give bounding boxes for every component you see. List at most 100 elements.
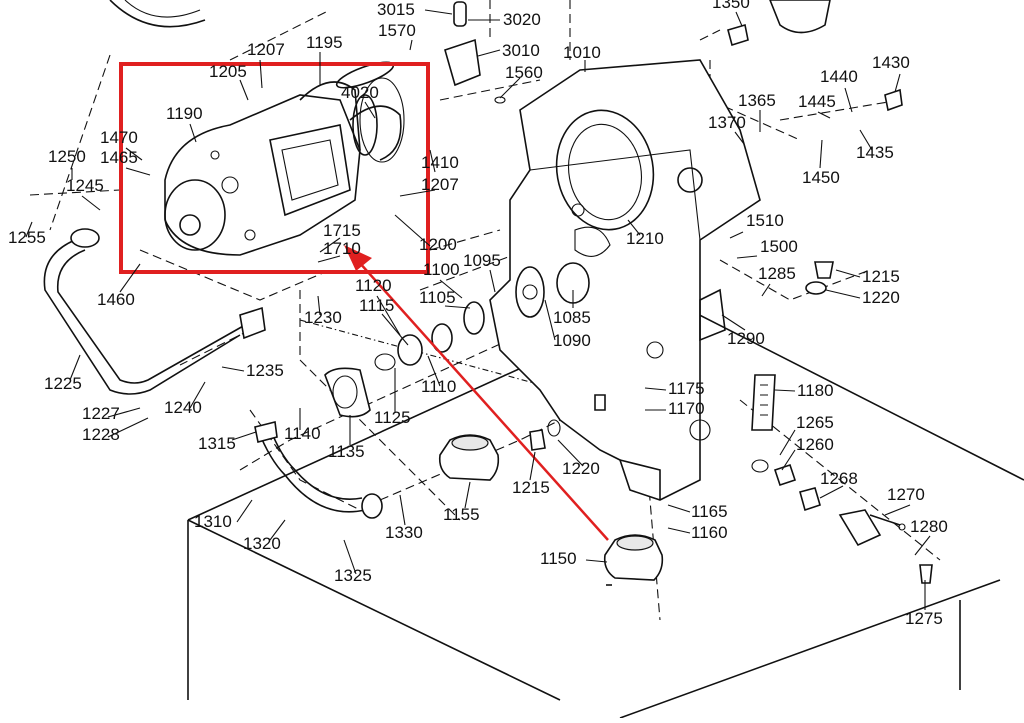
leader-line (529, 451, 536, 481)
leader-line (119, 263, 141, 293)
leader-line (107, 417, 149, 438)
part-label: 1450 (802, 168, 840, 187)
leader-line (819, 139, 823, 169)
part-label: 1265 (796, 413, 834, 432)
part-label: 1560 (505, 63, 543, 82)
part-label: 1440 (820, 67, 858, 86)
leader-line (317, 255, 341, 263)
part-label: 1155 (443, 505, 480, 524)
part-label: 1310 (194, 512, 232, 531)
part-label: 1275 (905, 609, 943, 628)
leader-line (424, 9, 453, 15)
sight-glass-1180 (751, 374, 776, 431)
part-label: 1100 (423, 260, 460, 279)
part-label: 1085 (553, 308, 591, 327)
highlight-arrow-line (349, 251, 609, 541)
part-label: 1510 (746, 211, 784, 230)
leader-line (107, 407, 141, 418)
leader-line (667, 504, 691, 513)
part-label: 1135 (328, 442, 365, 461)
part-label: 1228 (82, 425, 120, 444)
leader-line (81, 195, 101, 211)
leader-line (557, 439, 584, 467)
part-label: 1280 (910, 517, 948, 536)
part-label: 1140 (284, 424, 321, 443)
part-label: 1095 (463, 251, 501, 270)
part-label: 1290 (727, 329, 765, 348)
leader-line (376, 295, 401, 336)
part-label: 1207 (421, 175, 459, 194)
leader-line (125, 167, 151, 176)
leader-line (477, 49, 501, 57)
part-label: 4020 (341, 83, 379, 102)
part-label: 1430 (872, 53, 910, 72)
leader-line (25, 221, 33, 238)
part-label: 1268 (820, 469, 858, 488)
part-label: 1200 (419, 235, 457, 254)
highlight-arrow-head (344, 245, 372, 271)
filter-1350 (769, 0, 831, 34)
leader-line (429, 149, 436, 173)
part-label: 1410 (421, 153, 459, 172)
leader-line (736, 255, 758, 259)
leader-line (735, 11, 743, 27)
leader-line (427, 355, 441, 387)
part-label: 1210 (626, 229, 664, 248)
part-label: 1207 (247, 40, 285, 59)
part-label: 1500 (760, 237, 798, 256)
part-label: 3020 (503, 10, 541, 29)
leader-line (343, 539, 357, 575)
part-label: 1330 (385, 523, 423, 542)
valve-1270 (838, 509, 906, 547)
part-label: 1285 (758, 264, 796, 283)
part-label: 1435 (856, 143, 894, 162)
leader-line (381, 313, 409, 346)
part-label: 1195 (306, 33, 343, 52)
leader-line (914, 535, 931, 556)
leader-line (444, 305, 471, 309)
leader-line (319, 237, 341, 253)
leader-line (667, 527, 691, 534)
part-label: 1190 (166, 104, 203, 123)
part-label: 1470 (100, 128, 138, 147)
small-parts (374, 1, 933, 586)
leader-line (644, 387, 667, 391)
leader-line (399, 189, 436, 197)
leader-line (585, 559, 608, 563)
leader-line (489, 269, 496, 293)
part-label: 1220 (862, 288, 900, 307)
leader-line (779, 429, 796, 456)
leader-line (774, 389, 796, 392)
part-label: 1715 (323, 221, 361, 240)
part-label: 1105 (419, 288, 456, 307)
part-label: 1165 (691, 502, 728, 521)
pipe-1320 (254, 421, 383, 519)
part-label: 1115 (359, 296, 394, 315)
part-label: 1250 (48, 147, 86, 166)
part-label: 1325 (334, 566, 372, 585)
leader-line (734, 131, 745, 145)
part-label: 1570 (378, 21, 416, 40)
leader-line (231, 431, 257, 441)
leader-line (835, 269, 861, 278)
part-label: 1125 (374, 408, 411, 427)
leader-line (464, 481, 471, 509)
part-label: 3010 (502, 41, 540, 60)
ring-gear-fragment (109, 0, 206, 28)
leader-line (627, 219, 641, 236)
motor-assembly (164, 81, 402, 256)
leader-line (781, 449, 796, 471)
part-label: 1315 (198, 434, 236, 453)
leader-line (439, 279, 463, 299)
part-label: 1260 (796, 435, 834, 454)
leader-line (364, 101, 376, 119)
leader-line (236, 499, 253, 523)
leader-line (221, 366, 245, 372)
highlight-box (119, 62, 430, 274)
part-label: 1220 (562, 459, 600, 478)
leader-line (721, 314, 746, 331)
leader-line (239, 79, 249, 101)
leader-line (544, 299, 556, 341)
